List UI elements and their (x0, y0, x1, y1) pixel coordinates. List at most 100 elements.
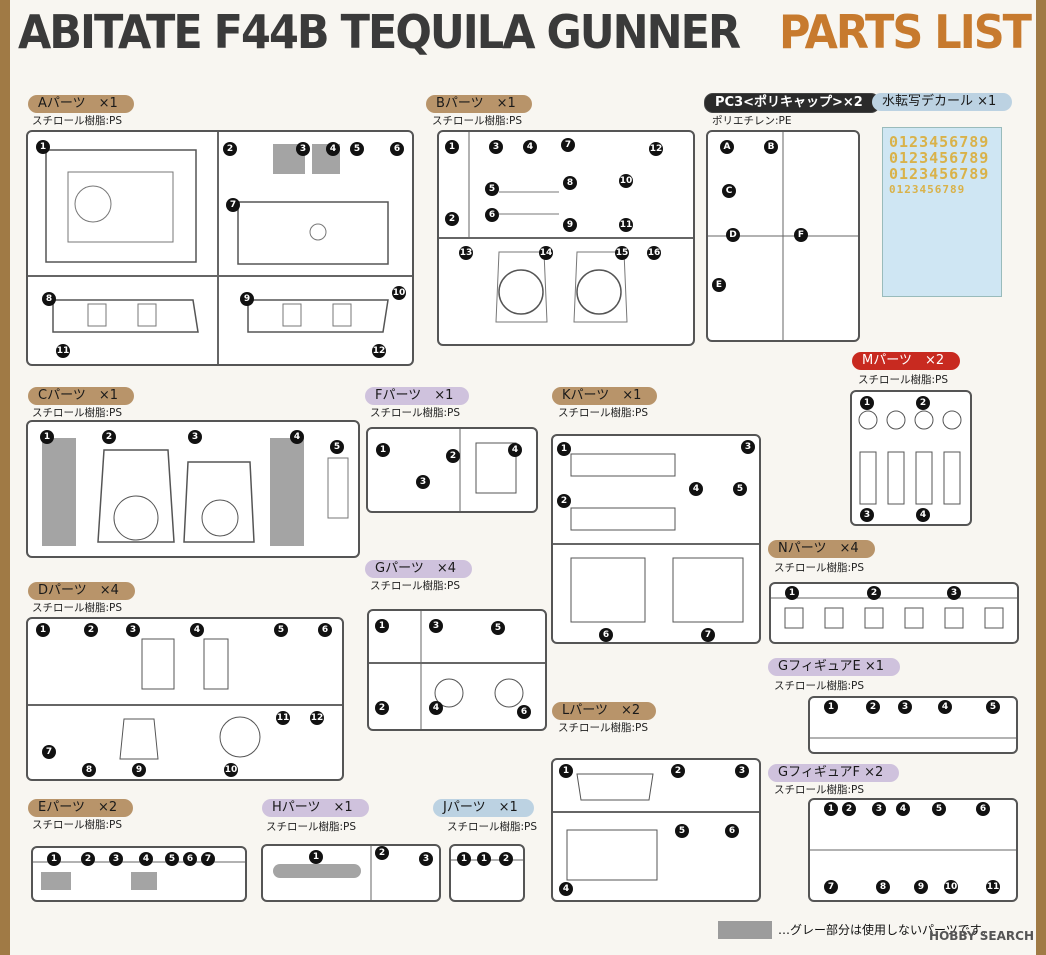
runner-f-drawing (459, 429, 517, 511)
group-h-material: スチロール樹脂:PS (266, 821, 357, 833)
runner-k-drawing (553, 453, 759, 623)
runner-g: 1 2 3 4 5 6 (367, 609, 547, 731)
part-k2: 2 (557, 494, 571, 508)
group-l-material: スチロール樹脂:PS (558, 722, 649, 734)
group-d-label: Dパーツ ×4 (28, 582, 135, 600)
part-a11: 11 (56, 344, 70, 358)
runner-b-drawing (439, 132, 693, 323)
part-f1: 1 (376, 443, 390, 457)
part-b7: 7 (561, 138, 575, 152)
part-a6: 6 (390, 142, 404, 156)
group-g-label: Gパーツ ×4 (365, 560, 472, 578)
part-d10: 10 (224, 763, 238, 777)
part-l2: 2 (671, 764, 685, 778)
part-d6: 6 (318, 623, 332, 637)
part-d5: 5 (274, 623, 288, 637)
part-m2: 2 (916, 396, 930, 410)
group-decal-label: 水転写デカール ×1 (872, 93, 1013, 111)
part-d2: 2 (84, 623, 98, 637)
part-l6: 6 (725, 824, 739, 838)
part-ge2: 2 (866, 700, 880, 714)
group-b-label: Bパーツ ×1 (426, 95, 532, 113)
part-b15: 15 (615, 246, 629, 260)
part-pc3-f: F (794, 228, 808, 242)
runner-b: 1 2 3 4 5 6 7 8 9 10 11 12 13 14 15 16 (437, 130, 695, 346)
runner-gf-drawing (810, 849, 1016, 851)
part-b9: 9 (563, 218, 577, 232)
runner-f: 1 2 3 4 (366, 427, 538, 513)
kit-title: ABITATE F44B TEQUILA GUNNER (18, 5, 741, 60)
part-b14: 14 (539, 246, 553, 260)
group-c-label: Cパーツ ×1 (28, 387, 134, 405)
group-m-material: スチロール樹脂:PS (858, 374, 949, 386)
group-ge-label: GフィギュアE ×1 (768, 658, 901, 676)
part-k4: 4 (689, 482, 703, 496)
group-b-material: スチロール樹脂:PS (432, 115, 523, 127)
part-j1a: 1 (457, 852, 471, 866)
part-n1: 1 (785, 586, 799, 600)
runner-m-drawing (858, 410, 962, 505)
runner-a-drawing (28, 132, 412, 364)
part-gf9: 9 (914, 880, 928, 894)
runner-j: 1 1 2 (449, 844, 525, 902)
part-g3: 3 (429, 619, 443, 633)
runner-c: 1 2 3 4 5 (26, 420, 360, 558)
group-a-material: スチロール樹脂:PS (32, 115, 123, 127)
runner-gf: 1 2 3 4 5 6 7 8 9 10 11 (808, 798, 1018, 902)
part-c5: 5 (330, 440, 344, 454)
runner-d-drawing (28, 638, 342, 760)
part-m1: 1 (860, 396, 874, 410)
part-b11: 11 (619, 218, 633, 232)
part-a3: 3 (296, 142, 310, 156)
group-pc3-label: PC3<ポリキャップ>×2 (704, 93, 880, 113)
part-pc3-c: C (722, 184, 736, 198)
part-f3: 3 (416, 475, 430, 489)
group-d-material: スチロール樹脂:PS (32, 602, 123, 614)
part-gf7: 7 (824, 880, 838, 894)
runner-pc3: A B C D F E (706, 130, 860, 342)
part-gf2: 2 (842, 802, 856, 816)
part-h3: 3 (419, 852, 433, 866)
part-b1: 1 (445, 140, 459, 154)
group-k-material: スチロール樹脂:PS (558, 407, 649, 419)
part-d4: 4 (190, 623, 204, 637)
part-h2: 2 (375, 846, 389, 860)
part-b4: 4 (523, 140, 537, 154)
runner-ge: 1 2 3 4 5 (808, 696, 1018, 754)
runner-g-drawing (369, 611, 545, 729)
decal-sheet: 0123456789 0123456789 0123456789 0123456… (882, 127, 1002, 297)
group-a-label: Aパーツ ×1 (28, 95, 134, 113)
runner-h: 1 2 3 (261, 844, 441, 902)
part-a7: 7 (226, 198, 240, 212)
part-l5: 5 (675, 824, 689, 838)
part-g6: 6 (517, 705, 531, 719)
group-gf-label: GフィギュアF ×2 (768, 764, 900, 782)
runner-n: 1 2 3 (769, 582, 1019, 644)
part-e2: 2 (81, 852, 95, 866)
part-f4: 4 (508, 443, 522, 457)
part-e4: 4 (139, 852, 153, 866)
part-a2: 2 (223, 142, 237, 156)
part-e3: 3 (109, 852, 123, 866)
runner-h-drawing (273, 846, 372, 900)
part-c3: 3 (188, 430, 202, 444)
part-a10: 10 (392, 286, 406, 300)
part-b10: 10 (619, 174, 633, 188)
part-k7: 7 (701, 628, 715, 642)
decal-digits-4: 0123456789 (889, 183, 966, 196)
watermark: HOBBY SEARCH (929, 929, 1034, 943)
group-pc3-material: ポリエチレン:PE (712, 115, 792, 127)
part-ge3: 3 (898, 700, 912, 714)
part-g5: 5 (491, 621, 505, 635)
part-pc3-e: E (712, 278, 726, 292)
group-e-material: スチロール樹脂:PS (32, 819, 123, 831)
part-ge5: 5 (986, 700, 1000, 714)
part-d1: 1 (36, 623, 50, 637)
group-k-label: Kパーツ ×1 (552, 387, 658, 405)
part-b5: 5 (485, 182, 499, 196)
group-c-material: スチロール樹脂:PS (32, 407, 123, 419)
part-c1: 1 (40, 430, 54, 444)
unused-parts-note: …グレー部分は使用しないパーツです。 (778, 923, 993, 937)
part-gf3: 3 (872, 802, 886, 816)
part-d3: 3 (126, 623, 140, 637)
